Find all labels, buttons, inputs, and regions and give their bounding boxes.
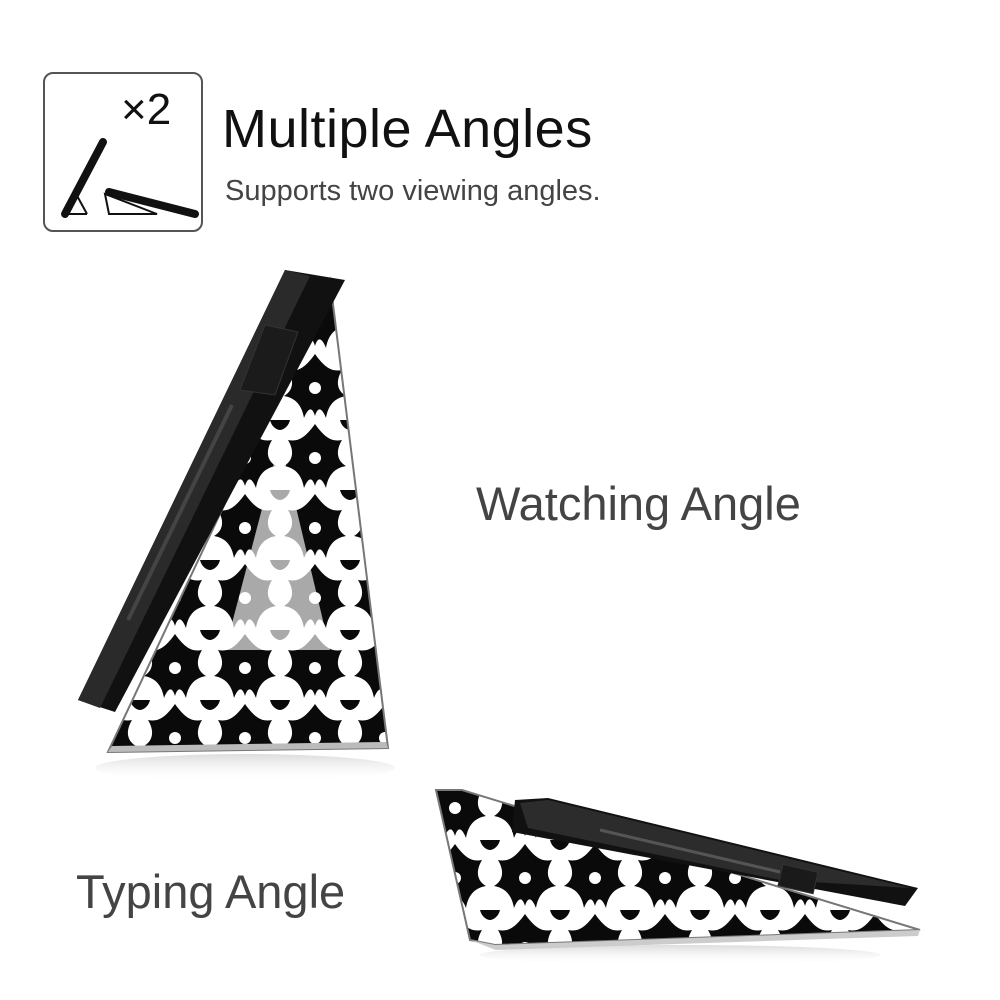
page-subtitle: Supports two viewing angles. [225, 175, 601, 207]
two-angle-stand-icon [61, 138, 199, 218]
page-title: Multiple Angles [222, 99, 593, 159]
multiplier-text: ×2 [121, 85, 172, 134]
watching-angle-label: Watching Angle [476, 477, 801, 530]
typing-angle-photo [434, 789, 921, 965]
watching-angle-photo [78, 270, 395, 782]
typing-angle-label: Typing Angle [76, 865, 346, 918]
angles-badge: ×2 [43, 72, 203, 232]
